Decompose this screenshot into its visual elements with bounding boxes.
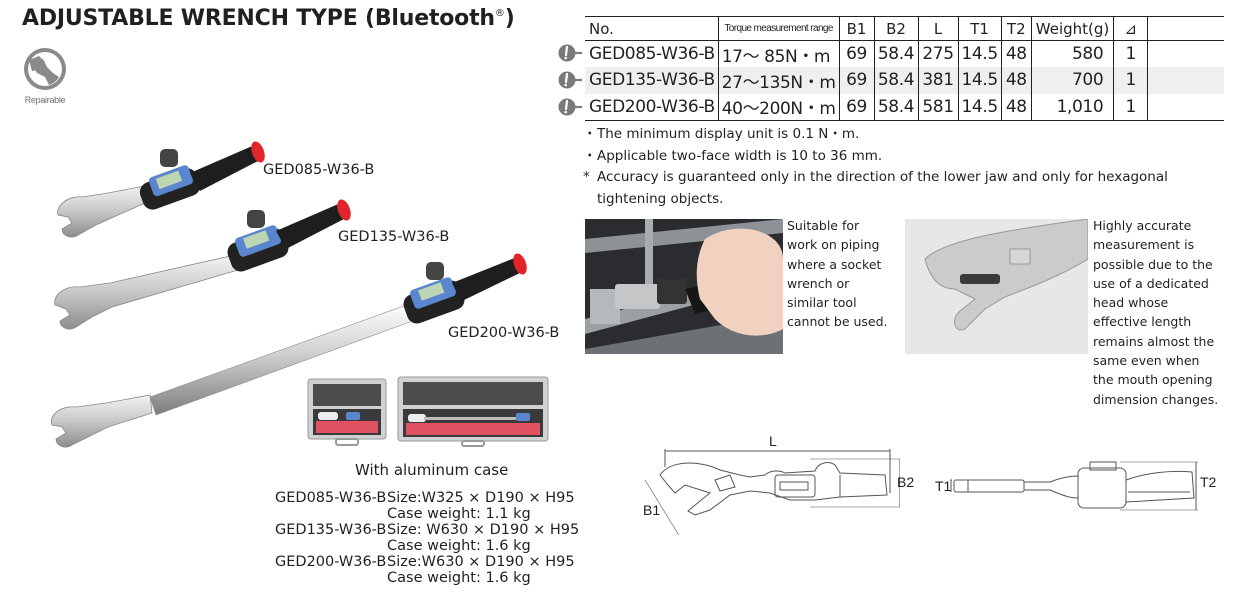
piping-usage-photo [585,219,783,354]
product-photos [50,141,527,448]
warning-tag-icon [558,98,582,116]
note-item: tightening objects. [597,190,724,207]
warning-tag-icon [558,44,582,62]
case-large [397,376,549,447]
col-t1: T1 [958,16,1002,41]
note-item: ・Applicable two-face width is 10 to 36 m… [583,147,883,164]
dimension-diagram-top [644,449,900,535]
col-l: L [918,16,959,41]
dim-label-b1: B1 [643,502,661,518]
col-b1: B1 [839,16,875,41]
wrench-head-photo [905,219,1088,354]
col-no: No. [585,16,719,41]
registered-mark: ® [494,8,505,19]
table-row: GED200-W36-B 40～200N・m 69 58.4 581 14.5 … [585,93,1224,121]
wrench-ged085 [57,141,265,238]
dim-label-l: L [769,433,777,449]
product-label-ged135: GED135-W36-B [338,229,450,245]
table-header-row: No. Torque measurement range B1 B2 L T1 … [585,16,1224,41]
col-blank [1147,16,1224,41]
col-torque-range: Torque measurement range [718,16,840,41]
col-qty-icon: ⊿ [1113,16,1149,41]
notes: ・The minimum display unit is 0.1 N・m. ・A… [583,124,1168,210]
col-b2: B2 [874,16,919,41]
dim-label-t1: T1 [935,478,952,494]
dim-label-t2: T2 [1200,474,1217,490]
dim-label-b2: B2 [897,474,915,490]
warning-tag-icon [558,71,582,89]
col-weight: Weight(g) [1031,16,1115,41]
case-caption: With aluminum case [355,461,509,479]
case-small [307,378,387,446]
note-item: ・The minimum display unit is 0.1 N・m. [583,126,860,142]
dimension-diagram-side [950,461,1198,511]
note-item: *Accuracy is guaranteed only in the dire… [583,169,1168,185]
table-row: GED135-W36-B 27～135N・m 69 58.4 381 14.5 … [585,67,1224,94]
wrench-ged200 [50,253,527,448]
page-title: ADJUSTABLE WRENCH TYPE (Bluetooth®) [22,6,515,31]
wrench-icon [24,48,66,90]
wrench-ged135 [54,199,351,330]
col-t2: T2 [1001,16,1032,41]
spec-table: No. Torque measurement range B1 B2 L T1 … [585,16,1224,121]
repairable-badge: Repairable [20,47,70,105]
table-row: GED085-W36-B 17～ 85N・m 69 58.4 275 14.5 … [585,40,1224,67]
repairable-label: Repairable [24,95,66,105]
feature-text-accuracy: Highly accurate measurement is possible … [1093,218,1219,407]
feature-text-piping: Suitable for work on piping where a sock… [787,218,888,330]
product-label-ged085: GED085-W36-B [263,162,375,178]
product-label-ged200: GED200-W36-B [448,325,560,341]
aluminum-case-photos [307,376,549,447]
